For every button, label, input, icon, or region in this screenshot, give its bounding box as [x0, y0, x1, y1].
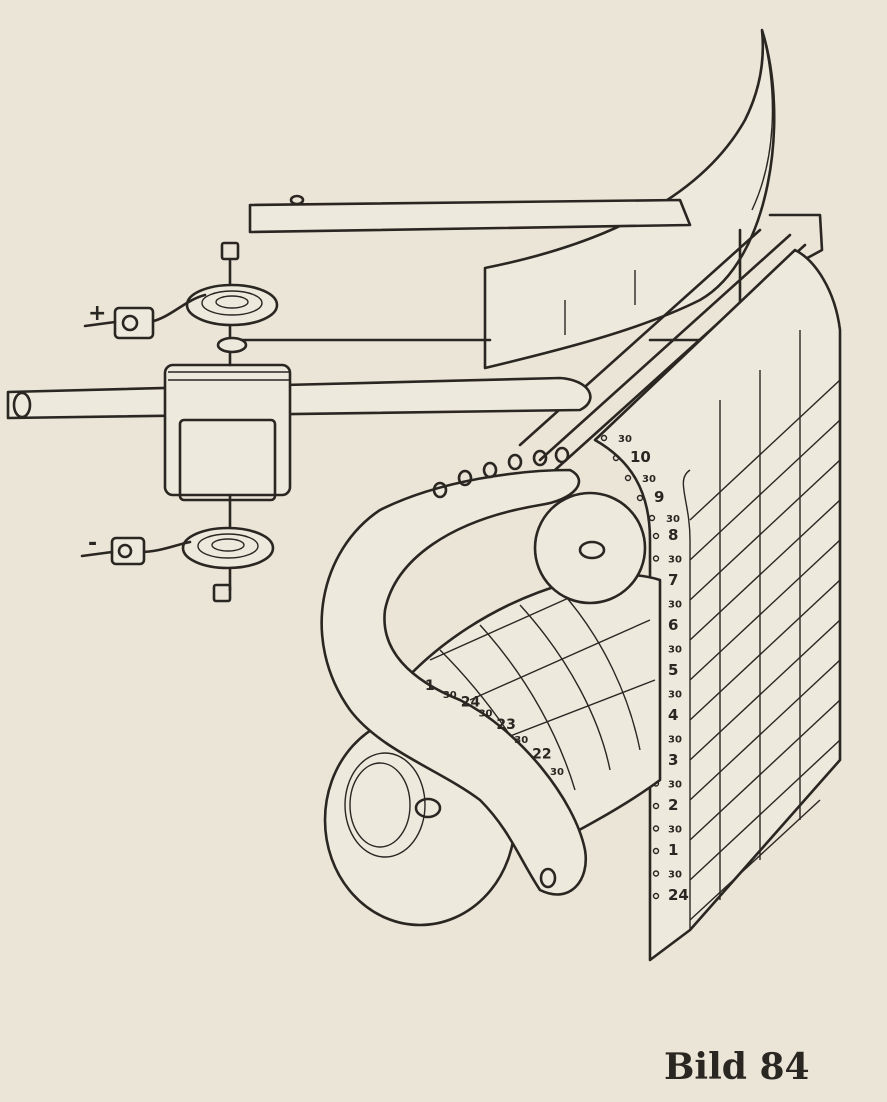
strip-hole: [652, 892, 660, 900]
s-support: [320, 446, 588, 896]
strip-scale-label: 30: [668, 690, 682, 701]
drum-scale-label: 30: [443, 690, 457, 701]
strip-hole: [652, 802, 660, 810]
guide-roller: [533, 491, 647, 605]
strip-scale-label: 9: [654, 488, 664, 506]
strip-scale-label: 8: [668, 526, 678, 544]
drum-scale-label: 30: [550, 767, 564, 778]
strip-scale-label: 2: [668, 796, 678, 814]
strip-scale-label: 30: [618, 434, 632, 445]
positive-terminal: +: [83, 301, 155, 340]
strip-scale-label: 30: [666, 514, 680, 525]
figure-caption: Bild 84: [664, 1046, 810, 1088]
strip-hole: [652, 532, 660, 540]
strip-scale-label: 24: [668, 886, 689, 904]
strip-hole: [624, 474, 632, 482]
strip-hole: [648, 514, 656, 522]
strip-hole: [636, 494, 644, 502]
drum-scale-label: 24: [461, 694, 481, 710]
drum-scale-label: 22: [532, 747, 551, 763]
strip-scale-label: 30: [668, 780, 682, 791]
strip-scale-label: 30: [668, 825, 682, 836]
strip-scale-label: 10: [630, 448, 651, 466]
drum-scale-label: 30: [479, 709, 493, 720]
positive-label: +: [88, 301, 106, 326]
strip-scale-label: 5: [668, 661, 678, 679]
strip-scale-label: 30: [668, 555, 682, 566]
upper-arm: [248, 194, 692, 234]
strip-scale-label: 6: [668, 616, 678, 634]
negative-label: -: [88, 531, 97, 556]
upper-spring: [148, 241, 279, 354]
lower-arm: [6, 338, 592, 420]
strip-scale-label: 30: [668, 870, 682, 881]
strip-hole: [652, 847, 660, 855]
strip-scale-label: 4: [668, 706, 678, 724]
strip-hole: [600, 434, 608, 442]
negative-terminal: -: [80, 531, 146, 566]
strip-hole: [612, 454, 620, 462]
strip-scale-label: 30: [668, 735, 682, 746]
strip-hole: [652, 555, 660, 562]
strip-scale-label: 7: [668, 571, 678, 589]
drum-scale-label: 1: [425, 678, 435, 694]
strip-scale-label: 1: [668, 841, 678, 859]
strip-scale-label: 30: [668, 600, 682, 611]
strip-scale-label: 3: [668, 751, 678, 769]
recording-drum: [403, 573, 662, 842]
drum-scale-label: 30: [514, 735, 528, 746]
strip-scale-label: 30: [668, 645, 682, 656]
strip-hole: [652, 825, 660, 832]
strip-hole: [652, 870, 660, 877]
strip-scale-label: 30: [642, 474, 656, 485]
lower-spring: [138, 526, 275, 603]
drum-scale-label: 23: [496, 717, 515, 733]
